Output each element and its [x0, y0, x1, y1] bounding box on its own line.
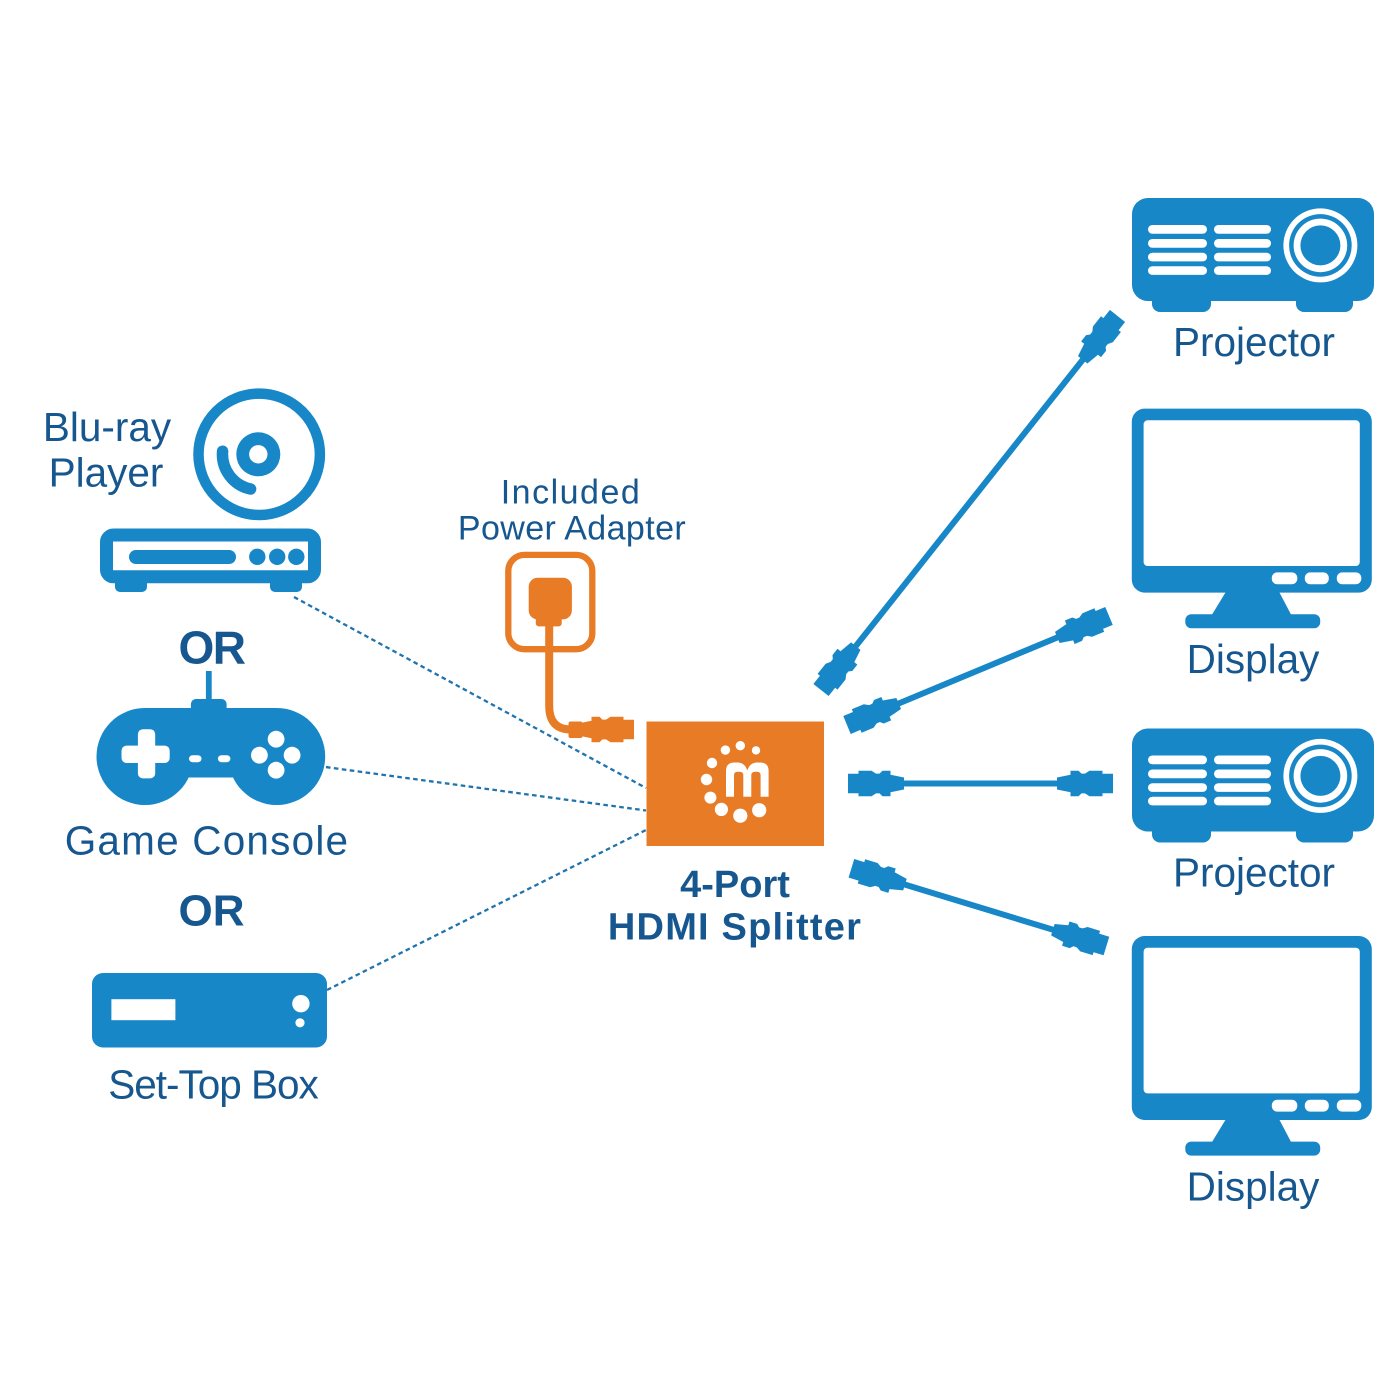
svg-text:Display: Display [1187, 1164, 1321, 1210]
svg-text:Power Adapter: Power Adapter [458, 510, 686, 548]
svg-text:OR: OR [179, 887, 245, 936]
svg-text:Player: Player [49, 450, 164, 496]
svg-text:Projector: Projector [1173, 319, 1335, 365]
svg-text:Display: Display [1187, 636, 1321, 682]
svg-text:4-Port: 4-Port [680, 864, 790, 906]
svg-text:Set-Top Box: Set-Top Box [108, 1062, 318, 1108]
svg-text:Blu-ray: Blu-ray [43, 404, 172, 450]
svg-text:HDMI Splitter: HDMI Splitter [608, 907, 862, 949]
svg-text:Included: Included [501, 474, 642, 512]
svg-text:OR: OR [179, 622, 246, 674]
svg-text:Projector: Projector [1173, 850, 1335, 896]
svg-text:Game Console: Game Console [65, 818, 350, 864]
